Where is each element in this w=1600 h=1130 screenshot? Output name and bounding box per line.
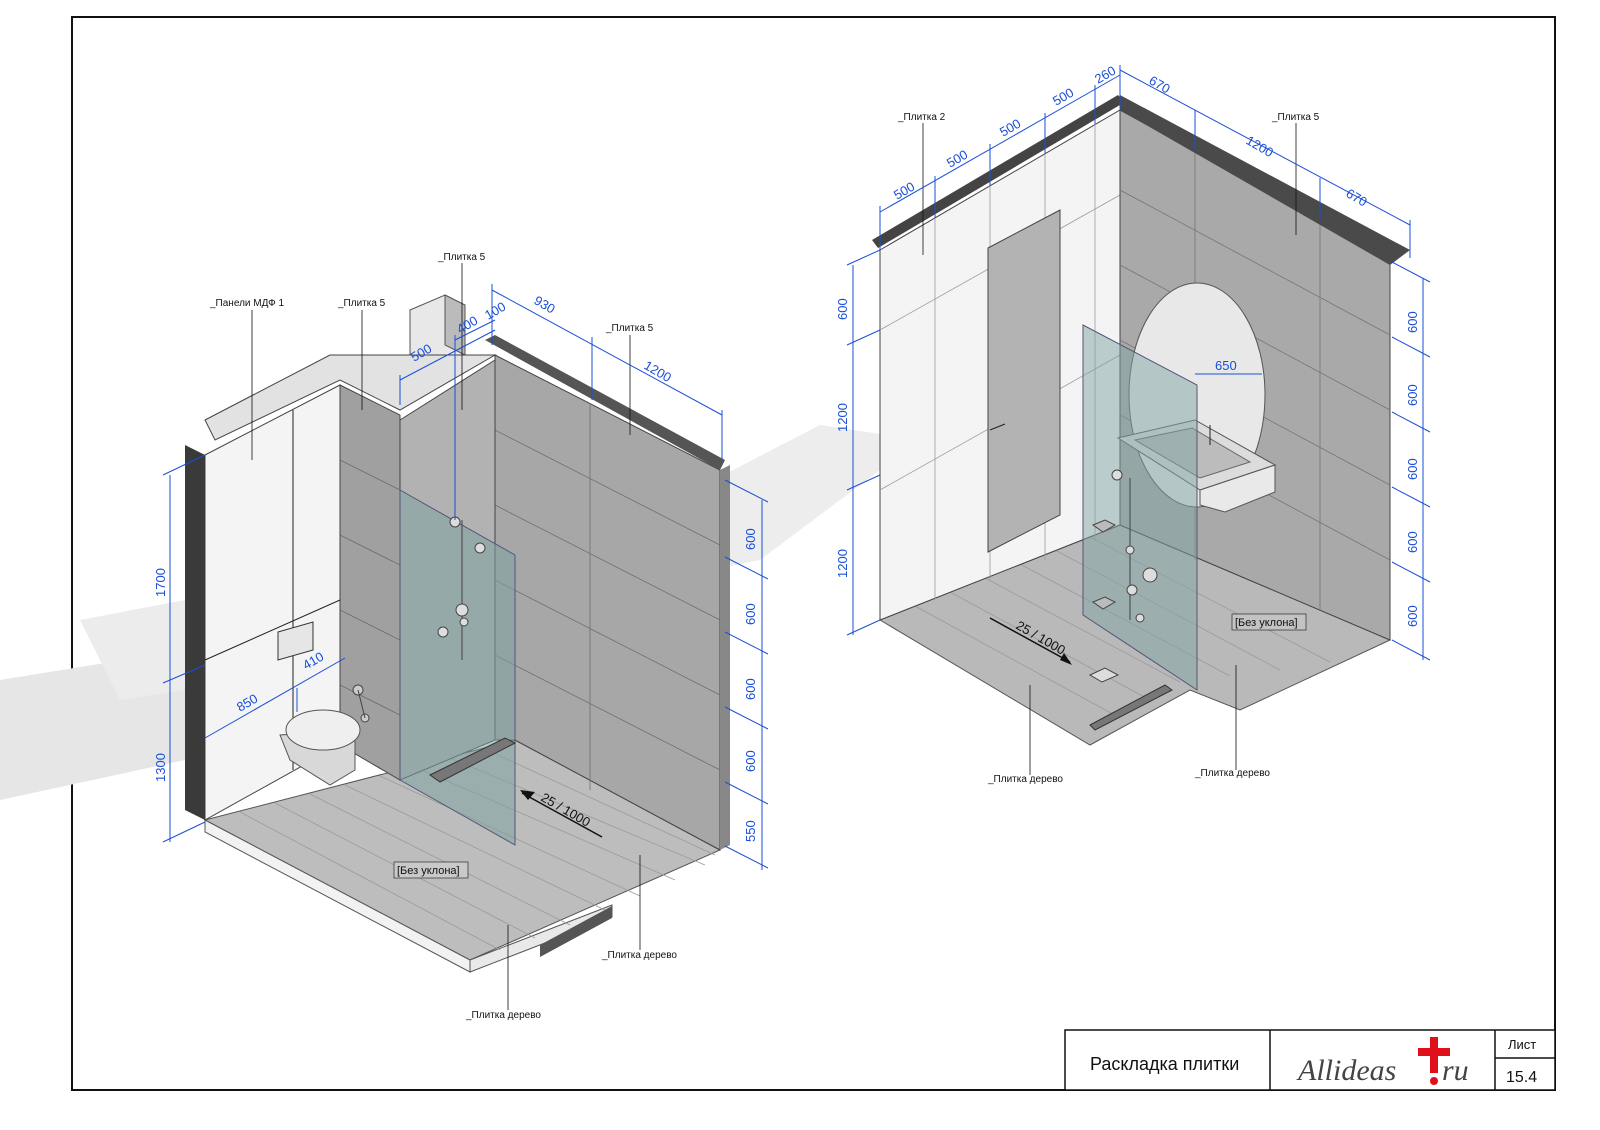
left-slope-arrow bbox=[521, 792, 603, 838]
label-wood-right-a: _Плитка дерево bbox=[987, 774, 1063, 785]
dim-930: 930 bbox=[532, 293, 558, 317]
left-top-ledge bbox=[204, 354, 497, 441]
left-linear-drain bbox=[429, 737, 517, 783]
label-no-slope-left: [Без уклона] bbox=[397, 865, 460, 877]
dim-top-500-2: 500 bbox=[944, 147, 970, 171]
dim-top-670-1: 670 bbox=[1147, 73, 1173, 97]
left-dims-top bbox=[399, 284, 723, 520]
label-tile5-b: _Плитка 5 bbox=[437, 252, 486, 263]
dim-v600-1: 600 bbox=[743, 528, 758, 550]
right-shower-set bbox=[1111, 469, 1158, 623]
door-handle bbox=[989, 423, 1006, 431]
dim-top-500-1: 500 bbox=[891, 179, 917, 203]
label-tile2: _Плитка 2 bbox=[897, 112, 946, 123]
left-floor-planks bbox=[239, 748, 716, 951]
left-right-wall-cap bbox=[485, 335, 725, 470]
dim-1700: 1700 bbox=[153, 568, 168, 597]
dim-left-1200-2: 1200 bbox=[835, 549, 850, 578]
dim-1300: 1300 bbox=[153, 753, 168, 782]
label-wood-b: _Плитка дерево bbox=[601, 950, 677, 961]
dim-v550: 550 bbox=[743, 820, 758, 842]
label-mdf-panels: _Панели МДФ 1 bbox=[209, 298, 285, 309]
left-back-right-wall-tiles bbox=[494, 405, 721, 790]
dim-right-600-3: 600 bbox=[1405, 458, 1420, 480]
floor-drain-square bbox=[1088, 667, 1120, 683]
right-niche-2 bbox=[1091, 596, 1117, 610]
toilet bbox=[279, 709, 361, 786]
dim-v600-2: 600 bbox=[743, 603, 758, 625]
dim-top-260: 260 bbox=[1092, 63, 1118, 87]
bidet-shower bbox=[352, 684, 370, 723]
left-right-wall-edge bbox=[720, 465, 730, 850]
right-dims-right bbox=[1391, 261, 1431, 661]
no-slope-box bbox=[393, 861, 469, 879]
logo-text-b: ru bbox=[1442, 1054, 1469, 1087]
dim-mirror-650: 650 bbox=[1215, 358, 1237, 373]
no-slope-box-right bbox=[1231, 613, 1307, 631]
dim-right-600-2: 600 bbox=[1405, 384, 1420, 406]
left-dims-right bbox=[724, 479, 769, 870]
right-slope-arrow-head bbox=[1060, 653, 1072, 665]
label-tile5-a: _Плитка 5 bbox=[337, 298, 386, 309]
left-slope-arrow-head bbox=[520, 790, 535, 800]
label-wood-a: _Плитка дерево bbox=[465, 1010, 541, 1021]
label-no-slope-right: [Без уклона] bbox=[1235, 617, 1298, 629]
flush-plate bbox=[277, 621, 314, 661]
sheet-label: Лист bbox=[1508, 1037, 1536, 1052]
dim-100: 100 bbox=[482, 299, 508, 323]
left-leaders bbox=[251, 263, 641, 1010]
left-dims-vertical bbox=[162, 454, 346, 843]
sheet-frame bbox=[71, 16, 1556, 1091]
dim-top-670-2: 670 bbox=[1344, 186, 1370, 210]
dim-top-500-3: 500 bbox=[997, 116, 1023, 140]
right-leaders bbox=[922, 123, 1297, 775]
dim-v600-3: 600 bbox=[743, 678, 758, 700]
dim-1200-left: 1200 bbox=[642, 358, 675, 385]
sheet-title: Раскладка плитки bbox=[1090, 1054, 1239, 1074]
right-slope-arrow bbox=[989, 617, 1071, 663]
label-tile5-right: _Плитка 5 bbox=[1271, 112, 1320, 123]
left-threshold bbox=[540, 906, 612, 957]
label-wood-right-b: _Плитка дерево bbox=[1194, 768, 1270, 779]
dim-left-1200-1: 1200 bbox=[835, 403, 850, 432]
left-shower-set bbox=[437, 516, 486, 660]
dim-right-600-4: 600 bbox=[1405, 531, 1420, 553]
dim-left-600: 600 bbox=[835, 298, 850, 320]
left-mdf-edge bbox=[185, 445, 205, 820]
dim-right-600-5: 600 bbox=[1405, 605, 1420, 627]
title-block: Раскладка плитки Allideas ru Лист 15.4 bbox=[1064, 1029, 1556, 1091]
dim-top-500-4: 500 bbox=[1050, 85, 1076, 109]
left-shadow-2 bbox=[80, 600, 185, 700]
logo-text-a: Allideas bbox=[1296, 1054, 1396, 1087]
right-shower-glass bbox=[1082, 324, 1198, 691]
label-tile5-c: _Плитка 5 bbox=[605, 323, 654, 334]
dim-v600-4: 600 bbox=[743, 750, 758, 772]
door bbox=[987, 209, 1061, 553]
left-isometric-view: 25 / 1000 _Панели МДФ 1 _Плитка 5 _Плитк… bbox=[0, 252, 920, 1021]
sheet-number: 15.4 bbox=[1506, 1069, 1537, 1086]
right-back-wall-cap bbox=[1120, 95, 1410, 265]
right-dims-left bbox=[846, 249, 881, 636]
left-middle-wall-tiles bbox=[339, 459, 401, 716]
right-isometric-view: 650 25 / 1000 bbox=[835, 63, 1431, 785]
right-linear-drain bbox=[1089, 684, 1173, 731]
right-niche-1 bbox=[1091, 519, 1117, 533]
dim-right-600-1: 600 bbox=[1405, 311, 1420, 333]
right-dims-top bbox=[879, 65, 1411, 258]
dim-top-1200: 1200 bbox=[1244, 133, 1277, 160]
logo-plus-icon bbox=[1418, 1037, 1450, 1085]
